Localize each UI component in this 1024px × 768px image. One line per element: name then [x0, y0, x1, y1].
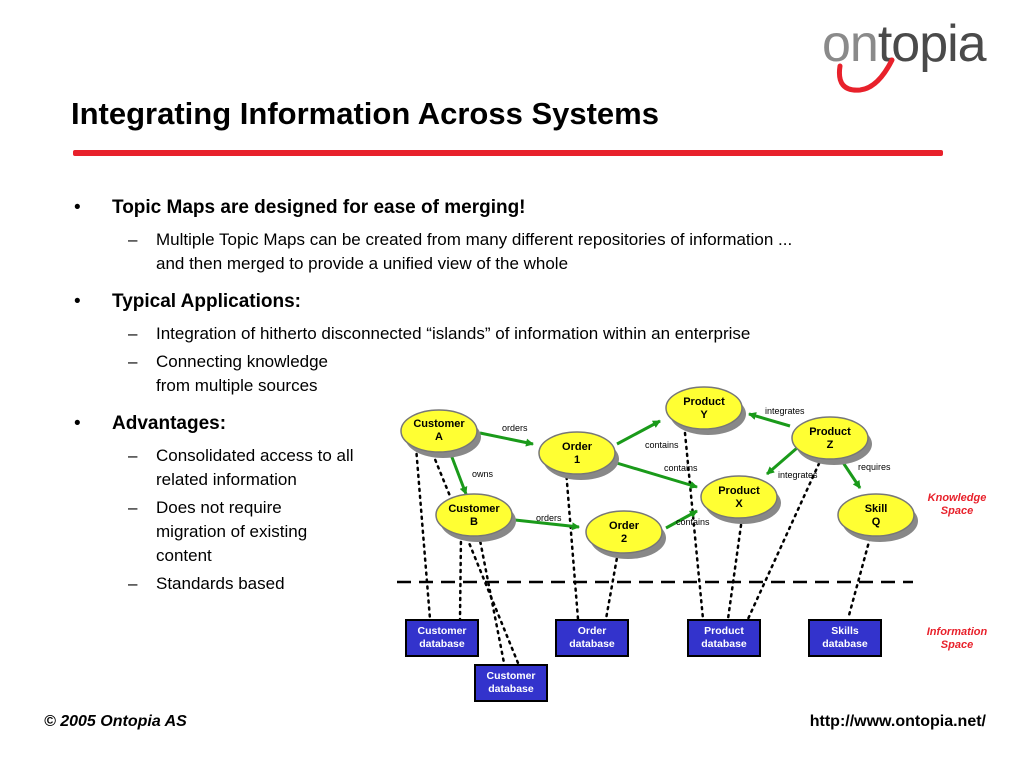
bullet-text: Advantages:	[112, 413, 227, 434]
sub-bullet: –Integration of hitherto disconnected “i…	[128, 324, 751, 343]
topic-product-z: Product Z	[791, 416, 870, 462]
page-title: Integrating Information Across Systems	[71, 96, 659, 131]
topic-label: Product	[718, 485, 760, 497]
edge-label: contains	[645, 440, 679, 450]
occurrence-links	[414, 431, 872, 665]
sub-bullet-text: Integration of hitherto disconnected “is…	[156, 324, 751, 343]
bullet-text: Topic Maps are designed for ease of merg…	[112, 197, 526, 218]
product-database: Product database	[687, 619, 761, 657]
association-arrows	[448, 412, 862, 531]
topic-label: Q	[872, 516, 881, 528]
edge-label: integrates	[765, 406, 805, 416]
sub-bullet-text: Consolidated access to all related infor…	[156, 446, 354, 489]
edge-label: contains	[676, 517, 710, 527]
footer-url[interactable]: http://www.ontopia.net/	[809, 713, 986, 730]
edge-label: contains	[664, 463, 698, 473]
sub-bullet: –Consolidated access to all related info…	[128, 446, 354, 489]
sub-bullet: –Connecting knowledge from multiple sour…	[128, 352, 329, 395]
title-rule	[73, 150, 943, 156]
topic-product-y: Product Y	[665, 386, 744, 432]
topic-customer-a: Customer A	[400, 409, 479, 455]
edge-label: owns	[472, 469, 494, 479]
topic-label: Order	[609, 520, 640, 532]
topic-product-x: Product X	[700, 475, 779, 521]
sub-bullet-text: Multiple Topic Maps can be created from …	[156, 230, 793, 273]
topic-label: Order	[562, 441, 593, 453]
topic-label: 2	[621, 533, 627, 545]
logo-text-topia: topia	[877, 15, 987, 73]
sub-bullet: –Standards based	[128, 574, 285, 593]
edge-label: orders	[502, 423, 528, 433]
topic-order-1: Order 1	[538, 431, 617, 477]
logo-text-on: on	[822, 15, 879, 73]
edge-label: integrates	[778, 470, 818, 480]
edge-label: requires	[858, 462, 891, 472]
information-space-label: Information Space	[926, 626, 988, 651]
topic-label: B	[470, 516, 478, 528]
topic-label: Z	[827, 439, 834, 451]
skills-database: Skills database	[808, 619, 882, 657]
topic-label: A	[435, 431, 443, 443]
topic-label: 1	[574, 454, 580, 466]
topic-label: Product	[809, 426, 851, 438]
knowledge-space-label: Knowledge Space	[927, 492, 987, 517]
topic-customer-b: Customer B	[435, 493, 514, 539]
topic-order-2: Order 2	[585, 510, 664, 556]
topic-label: Product	[683, 396, 725, 408]
sub-bullet-text: Connecting knowledge from multiple sourc…	[156, 352, 329, 395]
customer-database-1: Customer database	[405, 619, 479, 657]
topic-label: Customer	[448, 503, 500, 515]
sub-bullet-text: Standards based	[156, 574, 285, 593]
sub-bullet: –Multiple Topic Maps can be created from…	[128, 230, 793, 273]
ontopia-logo: ontopia	[818, 12, 1018, 102]
logo-swoosh-icon	[836, 57, 895, 93]
bullet-applications: •Typical Applications:	[74, 291, 301, 312]
topic-label: X	[735, 498, 743, 510]
customer-database-2: Customer database	[474, 664, 548, 702]
sub-bullet: –Does not require migration of existing …	[128, 498, 308, 565]
topic-label: Customer	[413, 418, 465, 430]
order-database: Order database	[555, 619, 629, 657]
topic-skill-q: Skill Q	[837, 493, 916, 539]
topic-label: Y	[700, 409, 708, 421]
bullet-advantages: •Advantages:	[74, 413, 227, 434]
edge-label: orders	[536, 513, 562, 523]
bullet-text: Typical Applications:	[112, 291, 301, 312]
bullet-merging: •Topic Maps are designed for ease of mer…	[74, 197, 526, 218]
footer-copyright: © 2005 Ontopia AS	[44, 713, 187, 730]
topic-label: Skill	[865, 503, 888, 515]
sub-bullet-text: Does not require migration of existing c…	[156, 498, 308, 565]
